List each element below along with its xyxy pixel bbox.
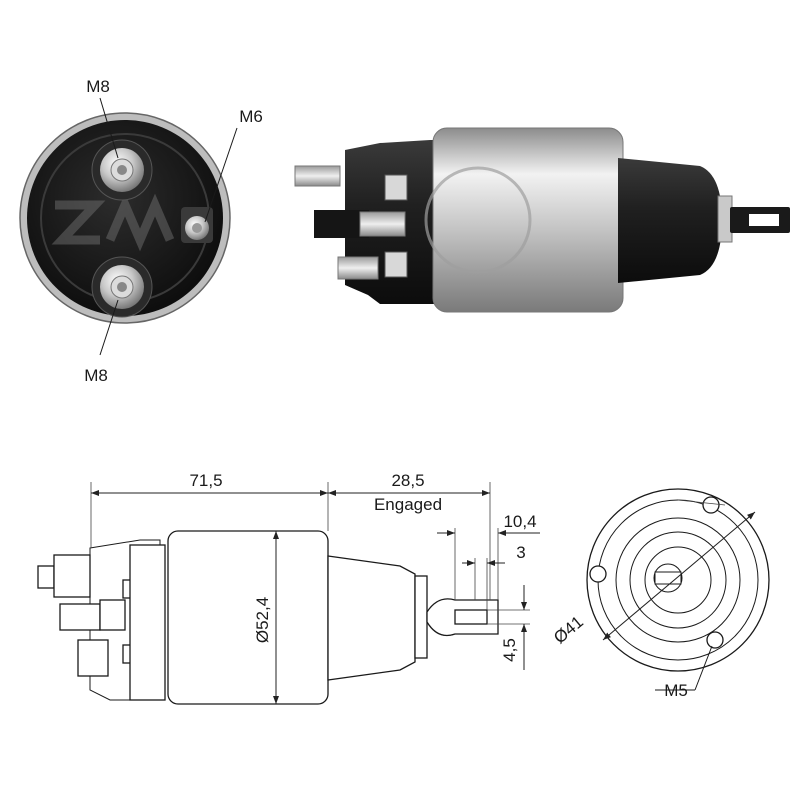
dim-tab-hole: 4,5: [500, 638, 519, 662]
dim-tab-offset: 3: [516, 543, 525, 562]
front-view-drawing: Ø41 M5: [550, 488, 770, 700]
dim-body-diameter: Ø52,4: [253, 597, 272, 643]
end-view-photo: M8 M6 M8: [19, 77, 263, 385]
dim-bolt-circle: Ø41: [550, 612, 587, 647]
dim-engaged-note: Engaged: [374, 495, 442, 514]
side-view-photo: [294, 127, 790, 313]
dim-tab-length: 10,4: [503, 512, 536, 531]
dim-body-length: 71,5: [189, 471, 222, 490]
bottom-terminal-stud: [91, 256, 153, 318]
logo-watermark: [51, 193, 175, 252]
label-m8-top: M8: [86, 77, 110, 96]
label-m6: M6: [239, 107, 263, 126]
label-m8-bottom: M8: [84, 366, 108, 385]
side-view-drawing: 71,5 28,5 Engaged 10,4 3 4,5 Ø52,4: [37, 471, 540, 705]
label-m5: M5: [664, 681, 688, 700]
side-terminal-stud: [181, 207, 213, 243]
dim-engaged-travel: 28,5: [391, 471, 424, 490]
top-terminal-stud: [91, 139, 153, 201]
